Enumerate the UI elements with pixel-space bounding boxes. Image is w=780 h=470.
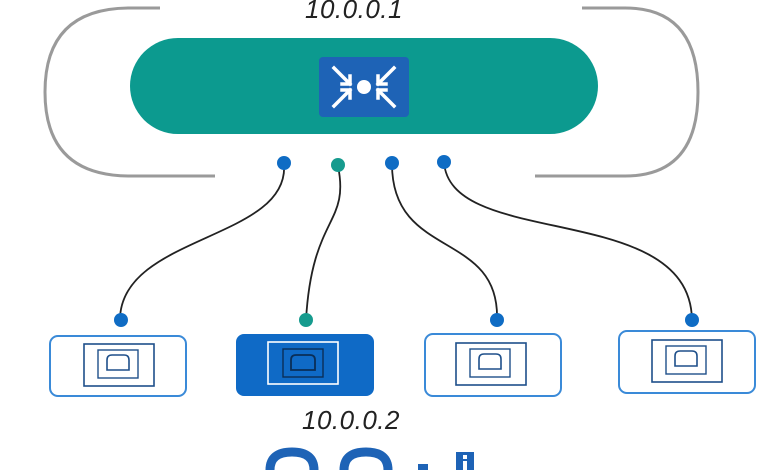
switch-port-4[interactable] bbox=[437, 155, 451, 169]
device-1[interactable] bbox=[49, 335, 187, 397]
switch-port-1[interactable] bbox=[277, 156, 291, 170]
switch-port-3[interactable] bbox=[385, 156, 399, 170]
device-ip-label: 10.0.0.2 bbox=[302, 405, 400, 435]
computer-icon bbox=[651, 339, 723, 383]
device-port-3[interactable] bbox=[490, 313, 504, 327]
device-4[interactable] bbox=[618, 330, 756, 394]
device-2-selected[interactable] bbox=[236, 334, 374, 396]
cable-4 bbox=[443, 161, 693, 321]
switch-ip-label: 10.0.0.1 bbox=[305, 0, 403, 24]
outline-arc-right bbox=[535, 6, 700, 178]
cable-1 bbox=[119, 163, 285, 321]
device-3[interactable] bbox=[424, 333, 562, 397]
collapse-arrows-icon bbox=[319, 57, 409, 117]
cable-2 bbox=[305, 165, 342, 321]
switch-port-2[interactable] bbox=[331, 158, 345, 172]
device-port-4[interactable] bbox=[685, 313, 699, 327]
partial-logo bbox=[265, 447, 474, 470]
computer-icon bbox=[83, 343, 155, 387]
outline-arc-left bbox=[43, 6, 215, 178]
device-port-2[interactable] bbox=[299, 313, 313, 327]
computer-icon bbox=[455, 342, 527, 386]
cable-3 bbox=[391, 163, 498, 321]
device-port-1[interactable] bbox=[114, 313, 128, 327]
computer-icon bbox=[267, 341, 339, 385]
